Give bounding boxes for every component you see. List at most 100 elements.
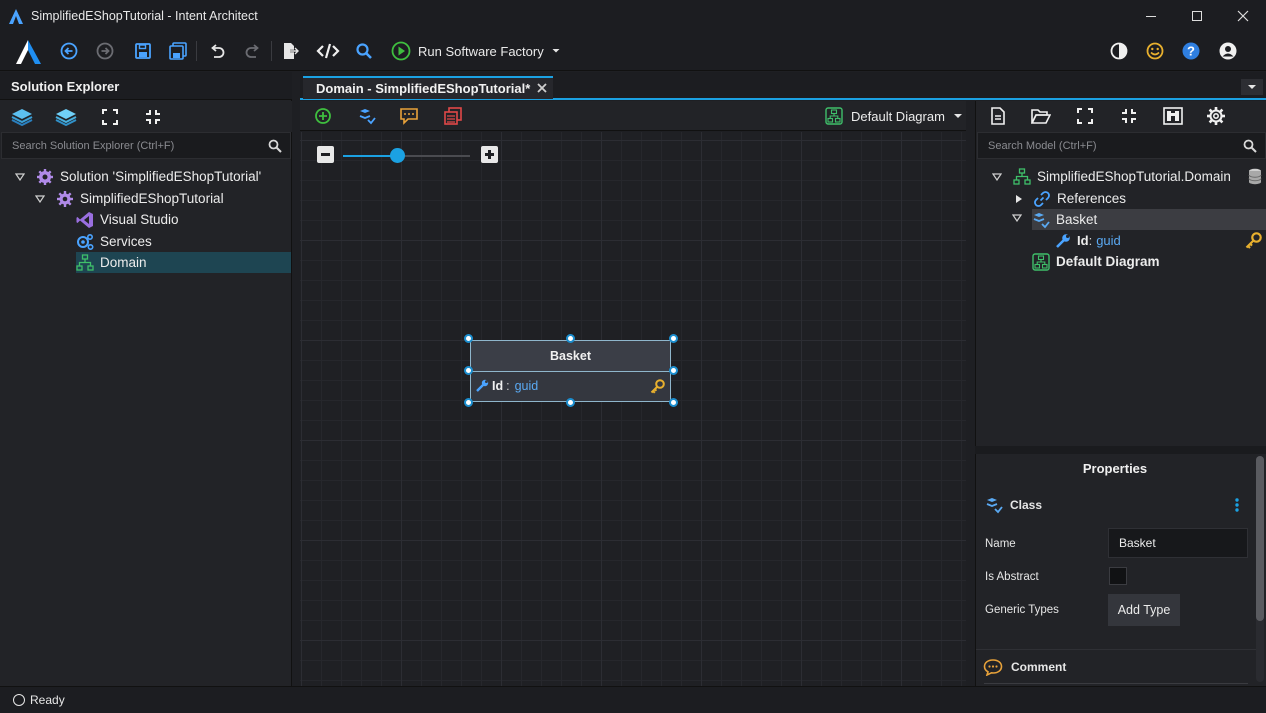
class-node-header[interactable]: Basket [471,341,670,372]
add-class-icon[interactable] [355,104,379,128]
class-icon [986,498,1003,514]
resize-handle[interactable] [566,398,575,407]
resize-handle[interactable] [464,334,473,343]
minimize-button[interactable] [1128,0,1174,32]
panel-splitter[interactable] [975,446,1266,454]
logo-icon[interactable] [16,38,42,66]
chevron-down-icon [1248,85,1256,89]
collapse-all-icon[interactable] [1117,104,1141,128]
undo-icon[interactable] [205,39,229,63]
search-icon [1243,139,1257,153]
add-type-button[interactable]: Add Type [1108,594,1180,626]
zoom-out-button[interactable] [317,146,334,163]
theme-icon[interactable] [1107,39,1131,63]
tab-overflow-button[interactable] [1241,79,1263,95]
open-folder-icon[interactable] [1029,104,1053,128]
zoom-slider-handle[interactable] [389,148,405,163]
feedback-icon[interactable] [1143,39,1167,63]
tree-item-domain[interactable]: Domain [76,252,291,273]
save-all-icon[interactable] [166,39,190,63]
save-icon[interactable] [131,39,155,63]
collapse-arrow-icon[interactable] [1012,214,1022,222]
properties-scrollbar-thumb[interactable] [1256,456,1264,621]
tree-item-label: Visual Studio [100,212,179,227]
class-node-basket[interactable]: Basket Id: guid [470,340,671,402]
intent-architect-logo-icon [9,8,23,24]
zoom-in-button[interactable] [481,146,498,163]
maximize-button[interactable] [1174,0,1220,32]
run-software-factory-button[interactable]: Run Software Factory [391,40,561,62]
database-icon [1247,168,1263,185]
diagram-icon [825,107,843,125]
properties-panel: Properties Class Name Basket Is Abstract… [975,454,1266,686]
title-bar: SimplifiedEShopTutorial - Intent Archite… [0,0,1266,32]
expand-all-icon[interactable] [1073,104,1097,128]
class-node-attribute[interactable]: Id: guid [475,379,538,393]
attribute-wrench-icon [476,379,489,392]
settings-gear-icon[interactable] [1204,104,1228,128]
model-tree-class-basket[interactable]: Basket [1032,209,1266,230]
export-icon[interactable] [278,39,302,63]
model-tree-default-diagram[interactable]: Default Diagram [1032,251,1160,272]
zoom-slider[interactable] [343,155,470,157]
collapse-arrow-icon[interactable] [34,194,46,203]
help-icon[interactable]: ? [1179,39,1203,63]
more-options-icon[interactable] [1234,497,1240,513]
layers-alt-icon[interactable] [54,105,78,129]
resize-handle[interactable] [566,334,575,343]
resize-handle[interactable] [669,398,678,407]
diagram-canvas[interactable]: Basket Id: guid [300,132,966,686]
forward-icon[interactable] [93,39,117,63]
status-bar: Ready [0,686,1266,713]
tree-item-solution[interactable]: Solution 'SimplifiedEShopTutorial' [14,166,261,187]
expand-arrow-icon[interactable] [1013,194,1025,204]
status-ring-icon [13,694,25,706]
model-search-input[interactable]: Search Model (Ctrl+F) [977,132,1266,159]
redo-icon[interactable] [241,39,265,63]
status-text: Ready [30,693,65,707]
resize-handle[interactable] [464,366,473,375]
comment-section-header: Comment [983,658,1066,676]
collapse-arrow-icon[interactable] [991,172,1003,181]
resize-handle[interactable] [464,398,473,407]
solution-search-input[interactable]: Search Solution Explorer (Ctrl+F) [1,132,291,159]
name-field[interactable]: Basket [1108,528,1248,558]
tree-item-application[interactable]: SimplifiedEShopTutorial [34,188,224,209]
model-tree-references[interactable]: References [1013,188,1126,209]
add-stereotype-icon[interactable] [441,104,465,128]
is-abstract-checkbox[interactable] [1109,567,1127,585]
model-tree-root[interactable]: SimplifiedEShopTutorial.Domain [991,166,1231,187]
collapse-all-icon[interactable] [141,105,165,129]
add-comment-icon[interactable] [397,104,421,128]
class-icon [1033,212,1050,228]
code-icon[interactable] [314,39,342,63]
collapse-arrow-icon[interactable] [14,172,26,181]
binoculars-icon[interactable] [1161,104,1185,128]
new-file-icon[interactable] [986,104,1010,128]
svg-text:?: ? [1187,44,1195,59]
close-window-button[interactable] [1220,0,1266,32]
expand-all-icon[interactable] [98,105,122,129]
tree-item-services[interactable]: Services [76,231,152,252]
tree-item-visual-studio[interactable]: Visual Studio [76,209,179,230]
search-icon[interactable] [352,39,376,63]
back-icon[interactable] [57,39,81,63]
close-tab-icon[interactable] [535,81,549,95]
model-tree-attribute-id[interactable]: Id: guid [1055,230,1121,251]
comment-field[interactable] [984,683,1248,686]
domain-package-icon [1013,167,1031,185]
diagram-selector-dropdown[interactable]: Default Diagram [825,106,963,126]
comment-icon [983,659,1003,676]
domain-icon [76,253,94,271]
diagram-selector-label: Default Diagram [851,108,945,124]
layers-icon[interactable] [10,105,34,129]
generic-types-label: Generic Types [985,604,1059,616]
account-icon[interactable] [1216,39,1240,63]
name-label: Name [985,538,1016,550]
add-element-icon[interactable] [311,104,335,128]
visual-studio-icon [76,211,93,228]
tab-domain-document[interactable]: Domain - SimplifiedEShopTutorial* [303,76,553,99]
resize-handle[interactable] [669,334,678,343]
properties-scrollbar[interactable] [1256,456,1264,682]
resize-handle[interactable] [669,366,678,375]
